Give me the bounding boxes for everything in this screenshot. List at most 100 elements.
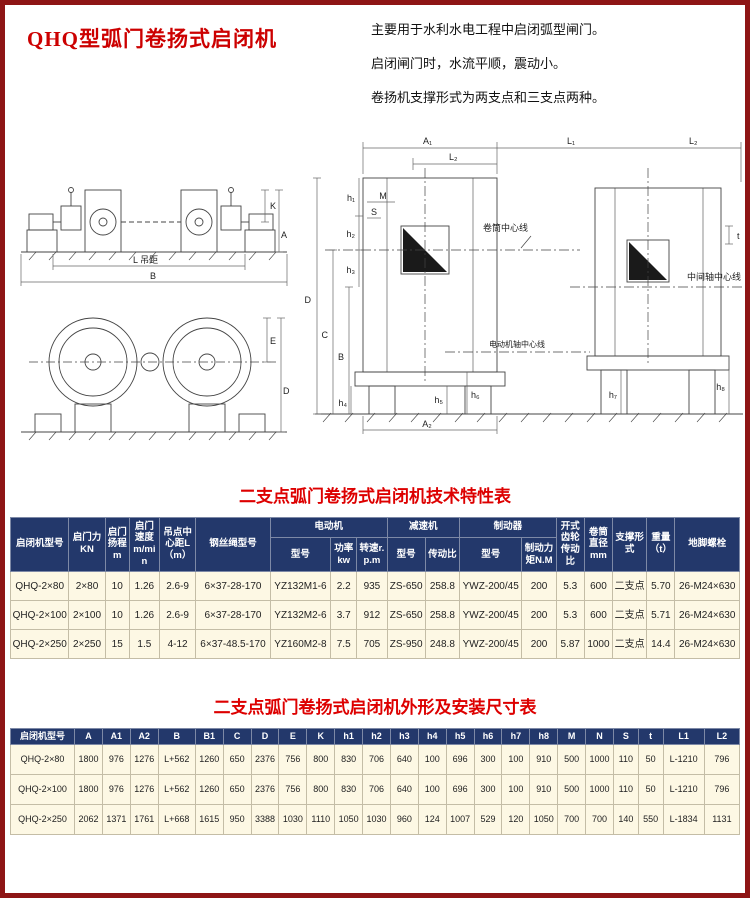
dimension-lines-left [20,189,288,432]
column-header: A [74,728,103,746]
table-cell: QHQ-2×250 [9,804,76,836]
table-cell: 700 [585,804,614,836]
table-cell: L+562 [157,774,196,806]
table-cell: ZS-950 [386,629,426,660]
table-cell: 1000 [583,629,614,660]
column-header: 启闭机型号 [9,728,76,746]
column-header: h2 [362,728,391,746]
technical-drawing: K A L 吊距 B E D [5,128,745,470]
table-cell: 600 [583,571,614,602]
table-cell: 500 [557,744,587,776]
table-cell: 650 [222,774,252,806]
table-cell: YZ132M1-6 [269,571,332,602]
column-header: 重量（t） [646,516,676,573]
table-cell: 100 [501,774,531,806]
table-cell: 14.4 [646,629,676,660]
column-header: 启门速度m/min [128,516,160,573]
table-cell: 124 [417,804,447,836]
table-cell: 910 [529,774,559,806]
column-header: h1 [334,728,364,746]
column-header: C [222,728,252,746]
table-cell: 2.6-9 [158,571,197,602]
table-cell: 二支点 [612,600,648,631]
table-cell: 100 [501,744,531,776]
table-cell: 1.26 [128,571,160,602]
table-cell: 950 [222,804,252,836]
table-cell: ZS-650 [386,571,426,602]
table-cell: L+668 [157,804,196,836]
hoist-front-elevation [21,317,287,440]
dim-label-b-span: B [150,271,156,281]
column-header-group: 制动器 [459,516,557,539]
dim-label-h8: h₈ [716,382,725,392]
table-cell: 650 [222,744,252,776]
description-line: 主要用于水利水电工程中启闭弧型闸门。 [371,22,606,37]
column-header: h3 [389,728,419,746]
table-cell: 5.70 [646,571,676,602]
table-cell: L+562 [157,744,196,776]
table-cell: 2376 [250,744,280,776]
table-cell: 2.6-9 [158,600,197,631]
column-header: 功率kw [330,537,358,573]
table-cell: 600 [583,600,614,631]
dim-label-l2-right: L₂ [689,136,698,146]
table-cell: QHQ-2×100 [9,600,70,631]
table-cell: 二支点 [612,629,648,660]
spec-table-title: 二支点弧门卷扬式启闭机技术特性表 [239,486,511,506]
column-header: 钢丝绳型号 [195,516,271,573]
motor-shaft-centerline-label: 电动机轴中心线 [489,339,545,349]
table-cell: 10 [104,571,130,602]
table-cell: 6×37-48.5-170 [195,629,271,660]
dim-label-l2-left: L₂ [449,152,458,162]
product-description: 主要用于水利水电工程中启闭弧型闸门。 启闭闸门时，水流平顺，震动小。 卷扬机支撑… [357,21,723,124]
table-cell: 1110 [306,804,336,836]
table-cell: 5.3 [555,600,585,631]
table-cell: 756 [278,744,308,776]
column-header: B [157,728,196,746]
column-header: E [278,728,308,746]
column-header: 启门力KN [68,516,106,573]
table-cell: 1761 [129,804,159,836]
table-cell: 1030 [362,804,391,836]
dim-label-c: C [322,330,329,340]
table-cell: 300 [473,744,503,776]
column-header: 型号 [386,537,426,573]
table-cell: 26-M24×630 [674,629,740,660]
table-cell: 756 [278,774,308,806]
dim-label-h2: h₂ [347,229,356,239]
column-header: 制动力矩N.M [521,537,557,573]
table-cell: 26-M24×630 [674,600,740,631]
description-line: 卷扬机支撑形式为两支点和三支点两种。 [371,90,606,106]
table-cell: 1276 [129,774,159,806]
table-cell: QHQ-2×80 [9,744,76,776]
table-cell: 258.8 [424,600,461,631]
table-cell: 200 [521,629,557,660]
table-cell: 1800 [74,774,103,806]
table-cell: YZ160M2-8 [269,629,332,660]
table-cell: 4-12 [158,629,197,660]
column-header: h8 [529,728,559,746]
table-cell: 110 [612,774,639,806]
table-cell: 830 [334,744,364,776]
table-cell: 2.2 [330,571,358,602]
description-line: 启闭闸门时，水流平顺，震动小。 [371,56,567,72]
engineering-diagram: K A L 吊距 B E D [20,136,743,440]
table-cell: L-1210 [662,744,705,776]
table-cell: 50 [637,774,664,806]
table-cell: 100 [417,774,447,806]
dim-label-l1: L₁ [567,136,575,146]
table-cell: 706 [362,744,391,776]
table-cell: 1007 [445,804,475,836]
column-header: S [612,728,639,746]
table-cell: 2×100 [68,600,106,631]
table-cell: 1000 [585,744,614,776]
table-cell: 50 [637,744,664,776]
column-header: 启门扬程m [104,516,130,573]
installation-drawing [315,167,743,422]
dim-label-s: S [371,207,377,217]
